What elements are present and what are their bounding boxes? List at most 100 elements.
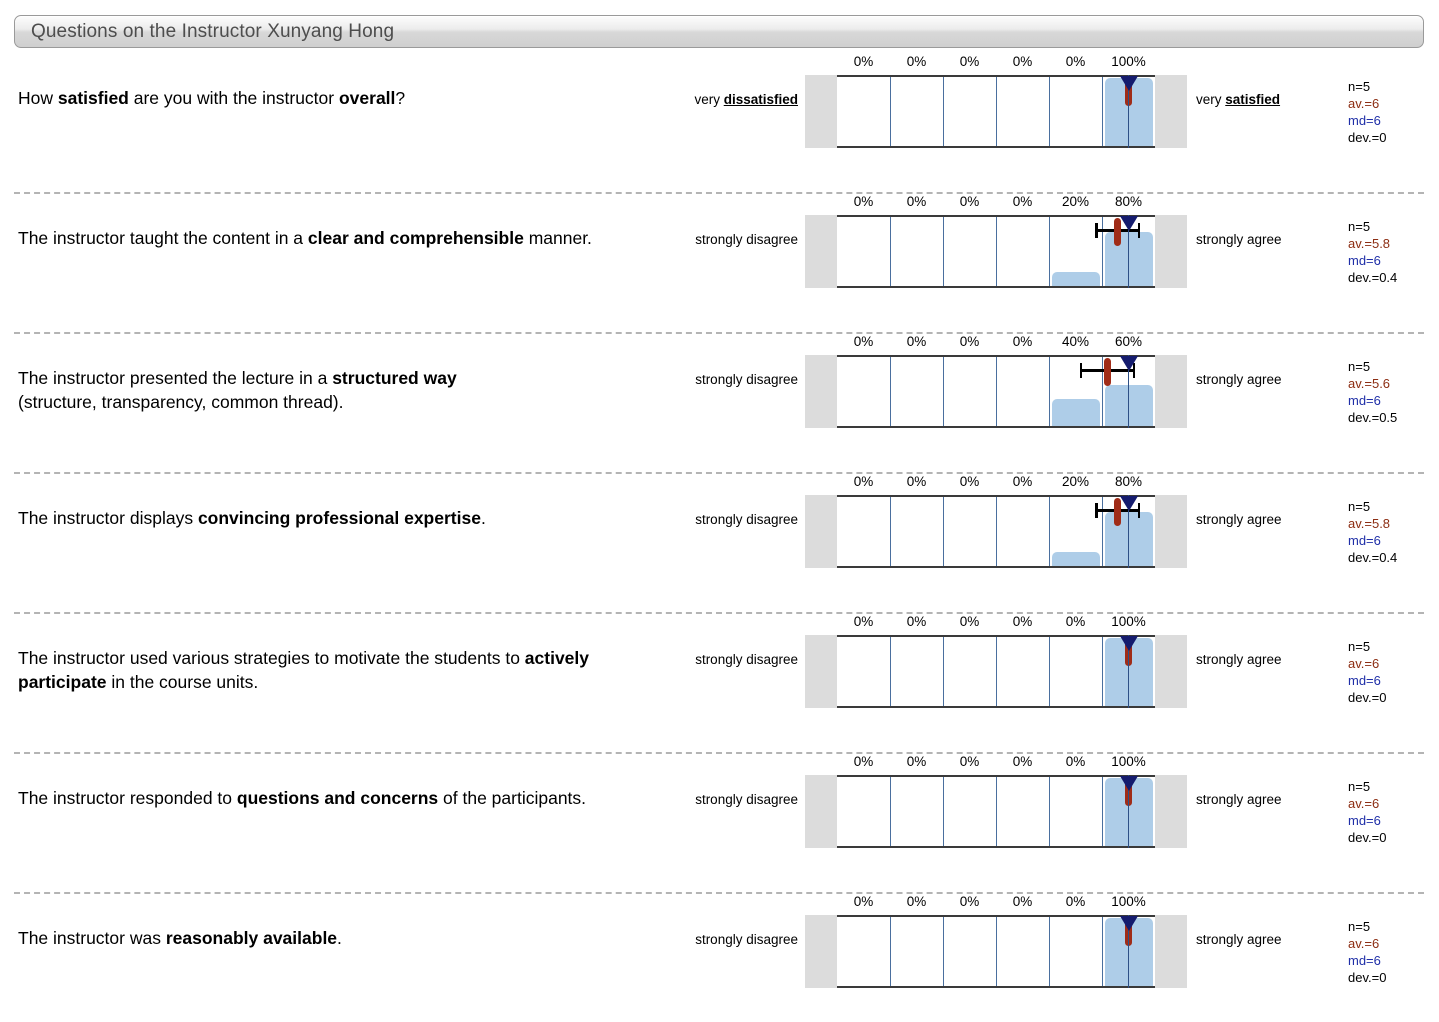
gridline [996,77,997,146]
percent-tick-label: 0% [1012,474,1033,489]
gridline [996,497,997,566]
statistic-md: md=6 [1348,533,1381,548]
percent-tick-label: 0% [1012,194,1033,209]
percent-tick-label: 20% [1061,474,1090,489]
gridline [890,77,891,146]
percent-tick-label: 0% [1065,54,1086,69]
scale-label-right: strongly agree [1196,512,1282,527]
scale-label-right: strongly agree [1196,792,1282,807]
percent-tick-label: 60% [1114,334,1143,349]
distribution-bar [1104,78,1153,146]
gridline [890,357,891,426]
statistic-av: av.=6 [1348,96,1380,111]
statistic-dev: dev.=0 [1348,130,1387,145]
plot-area [837,75,1155,148]
gridline [943,917,944,986]
distribution-bar [1104,778,1153,846]
gridline [996,917,997,986]
percent-tick-label: 0% [906,754,927,769]
statistic-dev: dev.=0 [1348,830,1387,845]
gridline [890,917,891,986]
scale-flank-left [805,635,837,708]
scale-label-left: strongly disagree [695,792,798,807]
question-row: The instructor displays convincing profe… [0,472,1439,612]
percent-tick-label: 0% [853,754,874,769]
gridline [1049,777,1050,846]
percent-tick-label: 0% [1012,54,1033,69]
percent-tick-label: 0% [959,614,980,629]
statistic-av: av.=5.8 [1348,236,1391,251]
percent-tick-label: 0% [1012,334,1033,349]
percent-tick-label: 0% [959,894,980,909]
percent-tick-label: 0% [959,54,980,69]
scale-flank-left [805,775,837,848]
percent-tick-label: 0% [959,474,980,489]
gridline [1049,497,1050,566]
percent-tick-label: 100% [1111,754,1146,769]
gridline [943,777,944,846]
question-row: The instructor used various strategies t… [0,612,1439,752]
percent-tick-label: 0% [1012,894,1033,909]
scale-label-left: very dissatisfied [694,92,798,107]
statistic-dev: dev.=0.4 [1348,550,1398,565]
gridline [1102,917,1103,986]
row-divider [14,752,1424,754]
row-divider [14,892,1424,894]
distribution-bar [1104,231,1153,286]
question-row: How satisfied are you with the instructo… [0,52,1439,192]
percent-tick-label: 0% [853,614,874,629]
question-row: The instructor taught the content in a c… [0,192,1439,332]
statistic-dev: dev.=0 [1348,970,1387,985]
statistic-md: md=6 [1348,253,1381,268]
row-divider [14,332,1424,334]
statistic-av: av.=5.8 [1348,516,1391,531]
statistic-n: n=5 [1348,499,1371,514]
statistic-n: n=5 [1348,359,1371,374]
percent-tick-label: 0% [906,334,927,349]
percent-tick-label: 0% [1065,614,1086,629]
statistic-n: n=5 [1348,779,1371,794]
percent-tick-label: 0% [853,54,874,69]
distribution-bar [1104,918,1153,986]
gridline [890,217,891,286]
percent-tick-label: 80% [1114,474,1143,489]
question-text: The instructor used various strategies t… [18,648,590,692]
plot-area [837,915,1155,988]
statistic-av: av.=6 [1348,796,1380,811]
gridline [1049,357,1050,426]
statistics-summary: n=5 av.=6 md=6 dev.=0 [1348,778,1386,846]
percent-tick-label: 100% [1111,54,1146,69]
question-row: The instructor responded to questions an… [0,752,1439,892]
section-header: Questions on the Instructor Xunyang Hong [14,15,1424,48]
gridline [943,497,944,566]
percent-tick-label: 40% [1061,334,1090,349]
scale-flank-left [805,915,837,988]
gridline [996,637,997,706]
scale-flank-left [805,215,837,288]
plot-area [837,495,1155,568]
statistic-dev: dev.=0 [1348,690,1387,705]
statistic-n: n=5 [1348,219,1371,234]
gridline [943,77,944,146]
plot-area [837,635,1155,708]
percent-tick-label: 0% [1012,754,1033,769]
plot-area [837,355,1155,428]
percent-tick-label: 0% [959,754,980,769]
gridline [890,777,891,846]
percent-tick-label: 0% [906,894,927,909]
percent-tick-label: 0% [1065,894,1086,909]
percent-tick-label: 0% [906,614,927,629]
percent-tick-label: 0% [853,474,874,489]
statistic-md: md=6 [1348,813,1381,828]
percent-tick-label: 0% [853,194,874,209]
gridline [1102,777,1103,846]
scale-label-right: strongly agree [1196,372,1282,387]
gridline [890,637,891,706]
plot-area [837,775,1155,848]
question-row: The instructor presented the lecture in … [0,332,1439,472]
gridline [1102,637,1103,706]
